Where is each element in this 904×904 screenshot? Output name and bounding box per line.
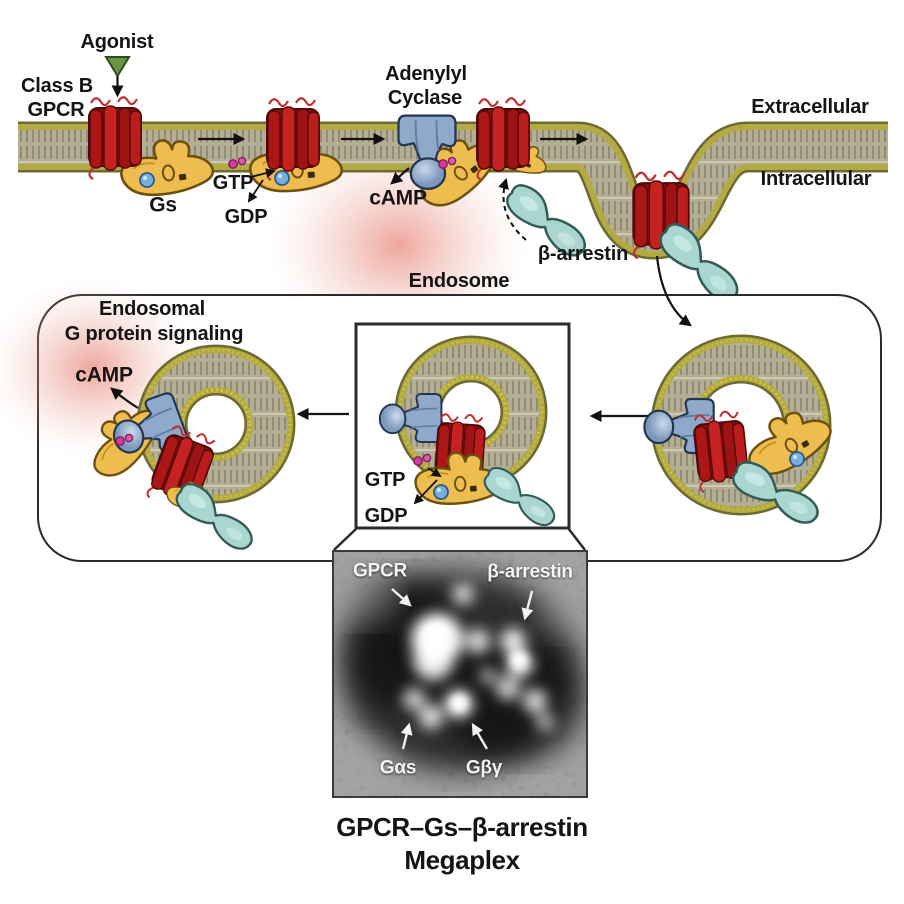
- camp-label-top: cAMP: [369, 186, 427, 210]
- intracellular-label: Intracellular: [760, 168, 872, 190]
- extracellular-label: Extracellular: [751, 96, 869, 118]
- em-micrograph: [333, 551, 587, 797]
- em-annotation-arrows: [391, 588, 534, 750]
- gdp-dot-stage1: [139, 172, 155, 188]
- em-gpcr-label: GPCR: [352, 560, 408, 582]
- em-gas-label: Gαs: [379, 757, 417, 779]
- agonist-label: Agonist: [80, 31, 154, 53]
- gdp-label-top: GDP: [224, 206, 268, 228]
- gpcr-stage4: [475, 97, 531, 182]
- gs-label: Gs: [149, 193, 177, 217]
- adenylyl-cyclase-label-line2: Cyclase: [387, 87, 463, 109]
- adenylyl-cyclase-label-line1: Adenylyl: [385, 63, 467, 85]
- beta-arrestin-label-top: β-arrestin: [537, 243, 629, 265]
- caption-line1: GPCR–Gs–β-arrestin: [336, 812, 588, 842]
- gtp-label-top: GTP: [212, 172, 254, 194]
- internalization-arrow: [655, 255, 692, 327]
- em-beta-arrestin-label: β-arrestin: [487, 561, 573, 583]
- camp-production-arrow-top: [390, 167, 410, 185]
- gpcr-stage2: [265, 97, 321, 182]
- endosomal-signaling-label-line1: Endosomal: [99, 298, 205, 320]
- agonist-molecule: [104, 56, 131, 98]
- gdp-dot-stage2: [274, 170, 290, 186]
- gdp-dot-inset: [433, 484, 449, 500]
- gtp-gdp-exchange-arrows-inset: [413, 467, 442, 505]
- em-micrograph-border: [332, 550, 588, 798]
- gdp-label-inset: GDP: [364, 505, 408, 527]
- gtp-gdp-exchange-arrows: [247, 168, 276, 203]
- receptor-label-line2: GPCR: [27, 99, 85, 121]
- endosomal-signaling-label-line2: G protein signaling: [64, 323, 244, 345]
- gpcr-stage1: [87, 96, 143, 181]
- inset-projection-lines: [333, 527, 586, 551]
- endosome-label: Endosome: [408, 270, 510, 292]
- gdp-dot-right-endosome: [789, 451, 805, 467]
- receptor-label-line1: Class B: [21, 75, 93, 97]
- em-gbg-label: Gβγ: [465, 757, 503, 779]
- camp-production-arrow-endosome: [110, 387, 139, 409]
- camp-label-endosome: cAMP: [75, 363, 133, 387]
- caption-line2: Megaplex: [404, 845, 520, 875]
- gtp-label-inset: GTP: [364, 469, 406, 491]
